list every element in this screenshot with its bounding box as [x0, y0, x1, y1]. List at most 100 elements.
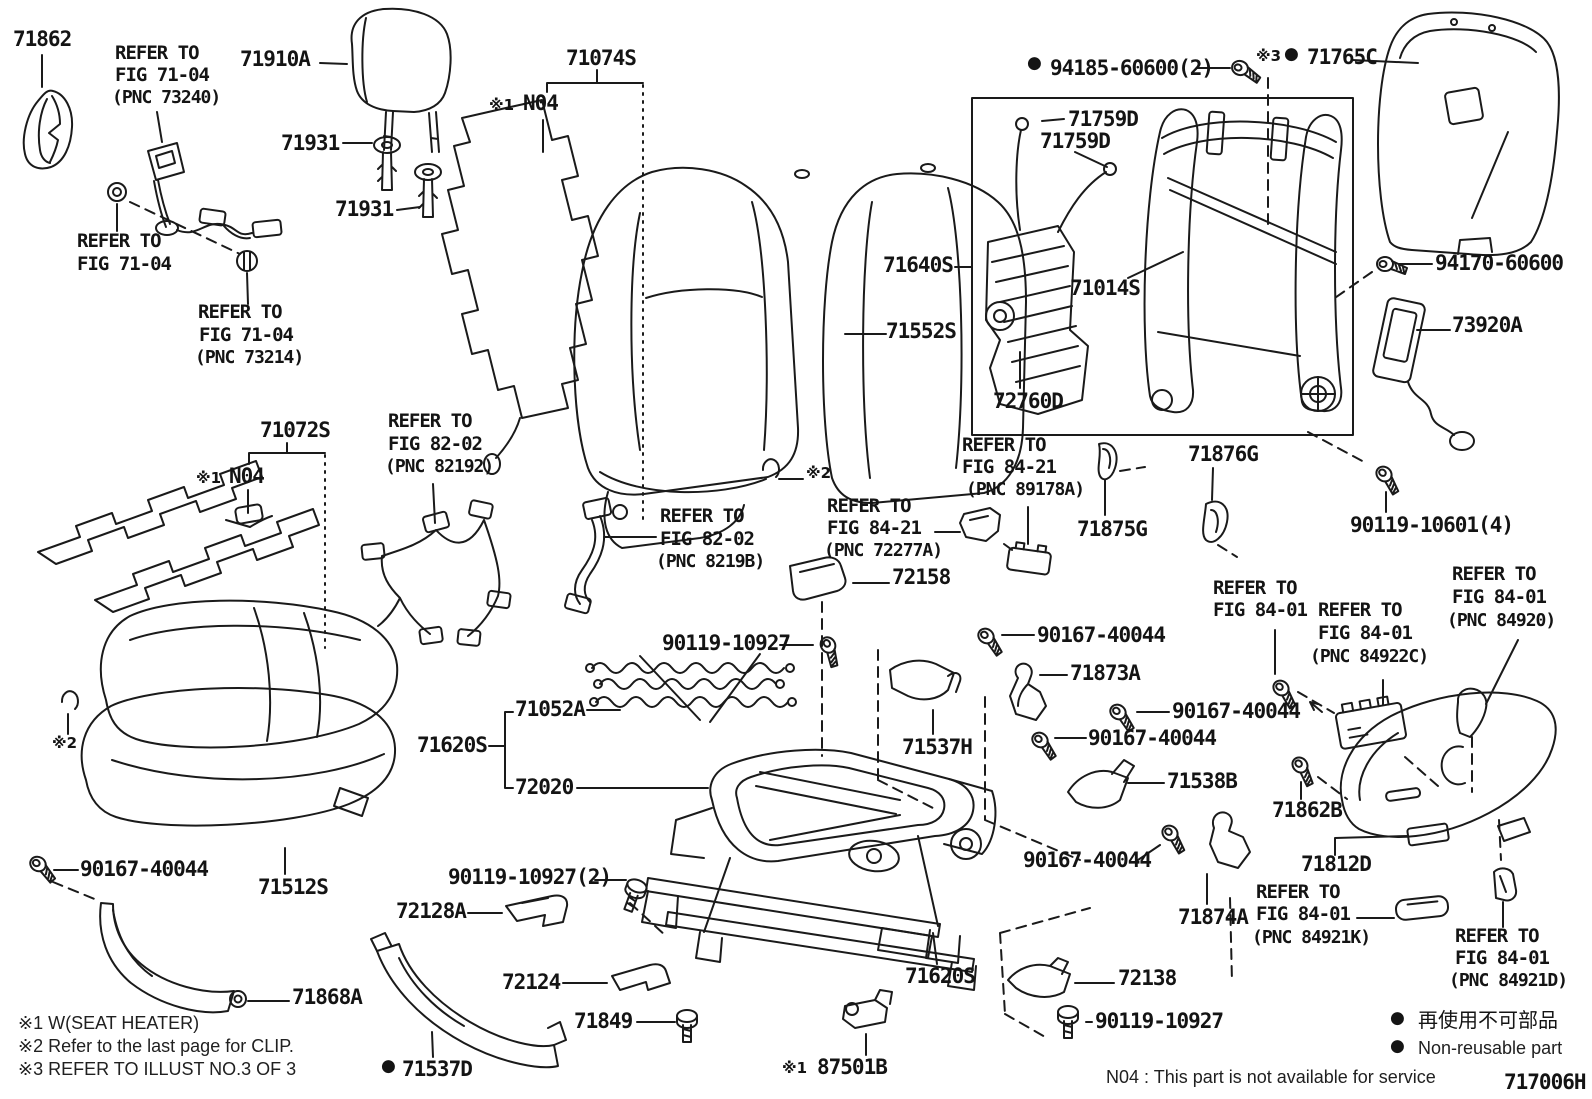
reference-label: REFER TO: [1318, 599, 1403, 621]
non-reusable-bullet: ●: [1390, 1036, 1405, 1056]
part-number-label: 71620S: [417, 733, 488, 757]
asterisk-marker: ※1: [782, 1059, 808, 1077]
front-trim-art: [99, 902, 567, 1069]
reference-label: REFER TO: [962, 434, 1047, 456]
part-number-label: 71074S: [566, 46, 637, 70]
part-number-label: 71759D: [1068, 107, 1139, 131]
non-reusable-bullet: ●: [1390, 1008, 1405, 1028]
seatback-frame-box-art: [971, 97, 1354, 436]
part-number-label: 71812D: [1301, 852, 1372, 876]
asterisk-marker: ※1: [489, 96, 515, 114]
part-number-label: 72760D: [993, 389, 1064, 413]
wire-hook-art: [1097, 442, 1229, 543]
part-number-label: 71874A: [1178, 905, 1249, 929]
clip-hook-art: [60, 458, 780, 710]
footnote-text: ※2 Refer to the last page for CLIP.: [18, 1036, 294, 1056]
part-number-label: 71537D: [402, 1057, 473, 1081]
part-number-label: 71868A: [292, 985, 363, 1009]
reference-label: REFER TO: [198, 301, 283, 323]
part-number-label: 71931: [335, 197, 394, 221]
cushion-spring-art: [585, 653, 797, 723]
legend-japanese-text: 再使用不可部品: [1418, 1008, 1558, 1032]
part-number-label: 71512S: [258, 875, 329, 899]
part-number-label: 71640S: [883, 253, 954, 277]
part-number-label: 71876G: [1188, 442, 1259, 466]
footnote-text: N04 : This part is not available for ser…: [1106, 1067, 1436, 1087]
part-number-label: 71014S: [1070, 276, 1141, 300]
seatback-cover-art: [573, 163, 1027, 549]
part-number-label: 90167-40044: [1088, 726, 1217, 750]
asterisk-marker: ※2: [806, 464, 832, 482]
reference-label: FIG 71-04: [199, 324, 294, 346]
non-reusable-bullet: ●: [1284, 44, 1299, 64]
reference-label: REFER TO: [1455, 925, 1540, 947]
seatbelt-buckle-art: [107, 142, 283, 272]
reference-label: FIG 84-21: [962, 456, 1057, 478]
part-number-label: 71875G: [1077, 517, 1148, 541]
dotted-lines: [324, 84, 644, 649]
reference-label: FIG 82-02: [660, 528, 755, 550]
non-reusable-bullet: ●: [1027, 53, 1042, 73]
reference-pnc-label: (PNC 72277A): [824, 540, 943, 561]
headrest-cover-art: [22, 89, 74, 170]
part-number-label: 90119-10927: [1095, 1009, 1224, 1033]
asterisk-marker: ※1: [196, 469, 222, 487]
footnote-text: Non-reusable part: [1418, 1038, 1563, 1058]
footnote-text: ※1 W(SEAT HEATER): [18, 1013, 200, 1033]
part-number-label: 90167-40044: [80, 857, 209, 881]
part-number-label: 71072S: [260, 418, 331, 442]
dashed-lines: [52, 77, 1502, 1039]
reference-label: FIG 84-21: [827, 517, 922, 539]
reference-pnc-label: (PNC 73214): [195, 347, 304, 368]
seat-frame-art: [641, 748, 997, 991]
part-number-label: 71862B: [1272, 798, 1343, 822]
part-number-label: 72158: [892, 565, 951, 589]
part-number-label: 90167-40044: [1172, 699, 1301, 723]
part-number-label: 71552S: [886, 319, 957, 343]
sensor-wire-art: [564, 497, 628, 615]
occupant-sensor-art: [1372, 297, 1475, 451]
part-number-label: 71759D: [1040, 129, 1111, 153]
asterisk-marker: ※3: [1256, 47, 1282, 65]
part-number-label: 72128A: [396, 899, 467, 923]
reference-pnc-label: (PNC 84921K): [1252, 927, 1371, 948]
part-number-label: 71765C: [1307, 45, 1378, 69]
non-reusable-bullet: ●: [381, 1056, 396, 1076]
part-number-label: 72124: [502, 970, 561, 994]
small-bracket-art: [789, 507, 1251, 1029]
reference-label: REFER TO: [1452, 563, 1537, 585]
part-number-label: 71537H: [902, 735, 973, 759]
part-number-label: 71052A: [515, 697, 586, 721]
reference-pnc-label: (PNC 84922C): [1310, 646, 1429, 667]
reference-label: FIG 84-01: [1318, 622, 1413, 644]
reference-label: FIG 71-04: [115, 64, 210, 86]
part-number-label: 90167-40044: [1037, 623, 1166, 647]
part-number-label: 73920A: [1452, 313, 1523, 337]
side-shield-art: [1309, 687, 1557, 921]
reference-label: FIG 82-02: [388, 433, 483, 455]
part-number-label: 71931: [281, 131, 340, 155]
part-number-label: 94185-60600(2): [1050, 56, 1214, 80]
part-number-label: N04: [523, 91, 559, 115]
part-number-label: 71849: [574, 1009, 633, 1033]
reference-label: REFER TO: [827, 495, 912, 517]
footnote-text: ※3 REFER TO ILLUST NO.3 OF 3: [18, 1059, 297, 1079]
seatback-board-art: [1377, 11, 1560, 257]
reference-pnc-label: (PNC 73240): [112, 87, 221, 108]
part-number-label: 72138: [1118, 966, 1177, 990]
rail-cap-art: [505, 894, 698, 1043]
part-number-label: 90167-40044: [1023, 848, 1152, 872]
reference-label: FIG 84-01: [1452, 586, 1547, 608]
part-number-label: 71620S: [905, 964, 976, 988]
part-number-label: 90119-10927: [662, 631, 791, 655]
headrest-support-art: [373, 136, 442, 218]
reference-label: FIG 71-04: [77, 253, 172, 275]
part-number-label: 90119-10927(2): [448, 865, 612, 889]
seatback-heater-pad-art: [441, 99, 599, 475]
reference-label: FIG 84-01: [1256, 903, 1351, 925]
part-number-label: 71910A: [240, 47, 311, 71]
reference-pnc-label: (PNC 84921D): [1449, 970, 1568, 991]
